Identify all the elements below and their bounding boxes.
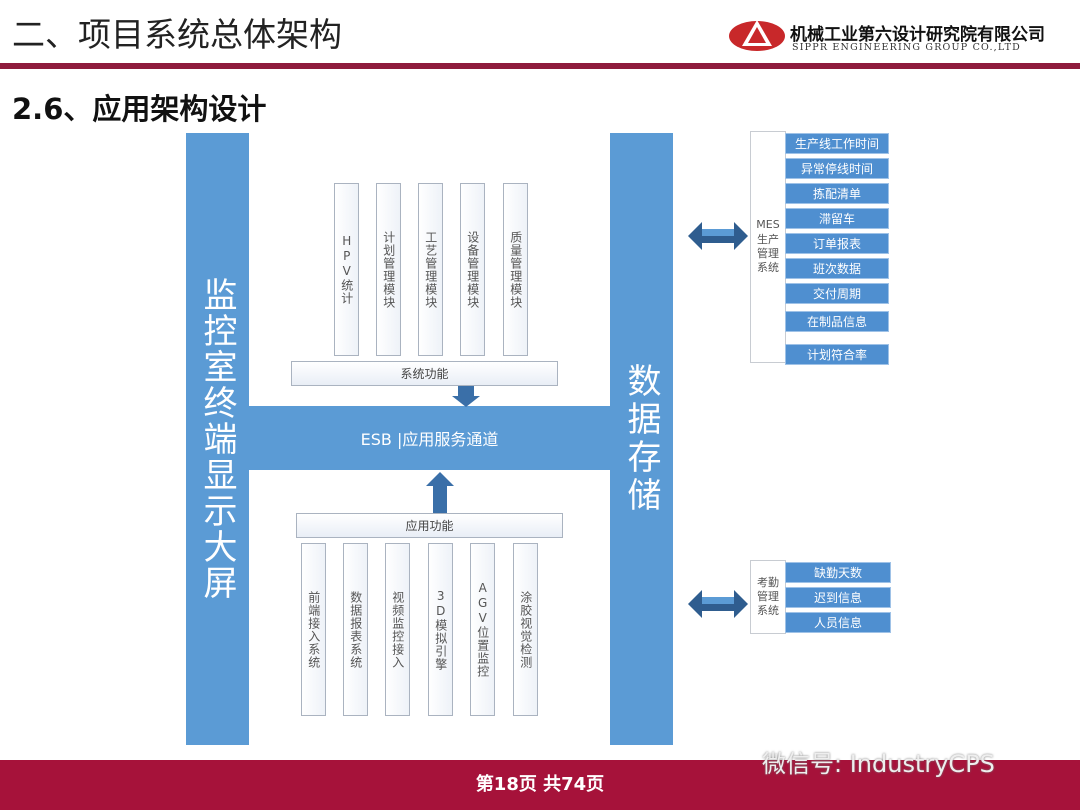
attendance-item: 缺勤天数 (785, 562, 891, 583)
mes-item: 班次数据 (785, 258, 889, 279)
mes-item: 交付周期 (785, 283, 889, 304)
system-module: 设备管理模块 (460, 183, 485, 356)
mes-item: 在制品信息 (785, 311, 889, 332)
data-storage-column: 数据存储 (610, 133, 673, 745)
mes-item: 异常停线时间 (785, 158, 889, 179)
system-module: HPV统计 (334, 183, 359, 356)
attendance-item: 人员信息 (785, 612, 891, 633)
system-module: 工艺管理模块 (418, 183, 443, 356)
double-arrow-icon (688, 222, 748, 250)
slide-title: 二、项目系统总体架构 (12, 15, 342, 54)
app-module: 3D模拟引擎 (428, 543, 453, 716)
system-function-bar: 系统功能 (291, 361, 558, 386)
esb-bar: ESB |应用服务通道 (249, 406, 610, 470)
app-module: 前端接入系统 (301, 543, 326, 716)
section-subtitle: 2.6、应用架构设计 (12, 92, 267, 126)
mes-item: 订单报表 (785, 233, 889, 254)
attendance-system-label: 考勤管理系统 (750, 560, 786, 634)
system-module: 质量管理模块 (503, 183, 528, 356)
app-module: AGV位置监控 (470, 543, 495, 716)
app-module: 视频监控接入 (385, 543, 410, 716)
mes-item: 计划符合率 (785, 344, 889, 365)
mes-system-label: MES生产管理系统 (750, 131, 786, 363)
mes-item: 拣配清单 (785, 183, 889, 204)
arrow-up-icon (426, 472, 454, 514)
app-module: 数据报表系统 (343, 543, 368, 716)
mes-item: 滞留车 (785, 208, 889, 229)
arrow-down-icon (452, 386, 480, 407)
monitor-display-column: 监控室终端显示大屏 (186, 133, 249, 745)
watermark: 微信号: IndustryCPS (762, 750, 995, 778)
system-module: 计划管理模块 (376, 183, 401, 356)
header-divider (0, 63, 1080, 69)
app-module: 涂胶视觉检测 (513, 543, 538, 716)
company-name-cn: 机械工业第六设计研究院有限公司 (790, 25, 1045, 45)
footer-bar (0, 760, 1080, 810)
page-number: 第18页 共74页 (475, 774, 605, 795)
app-function-bar: 应用功能 (296, 513, 563, 538)
mes-item: 生产线工作时间 (785, 133, 889, 154)
company-logo-icon (729, 20, 785, 51)
company-name-en: SIPPR ENGINEERING GROUP CO.,LTD (792, 42, 1021, 53)
attendance-item: 迟到信息 (785, 587, 891, 608)
double-arrow-icon (688, 590, 748, 618)
